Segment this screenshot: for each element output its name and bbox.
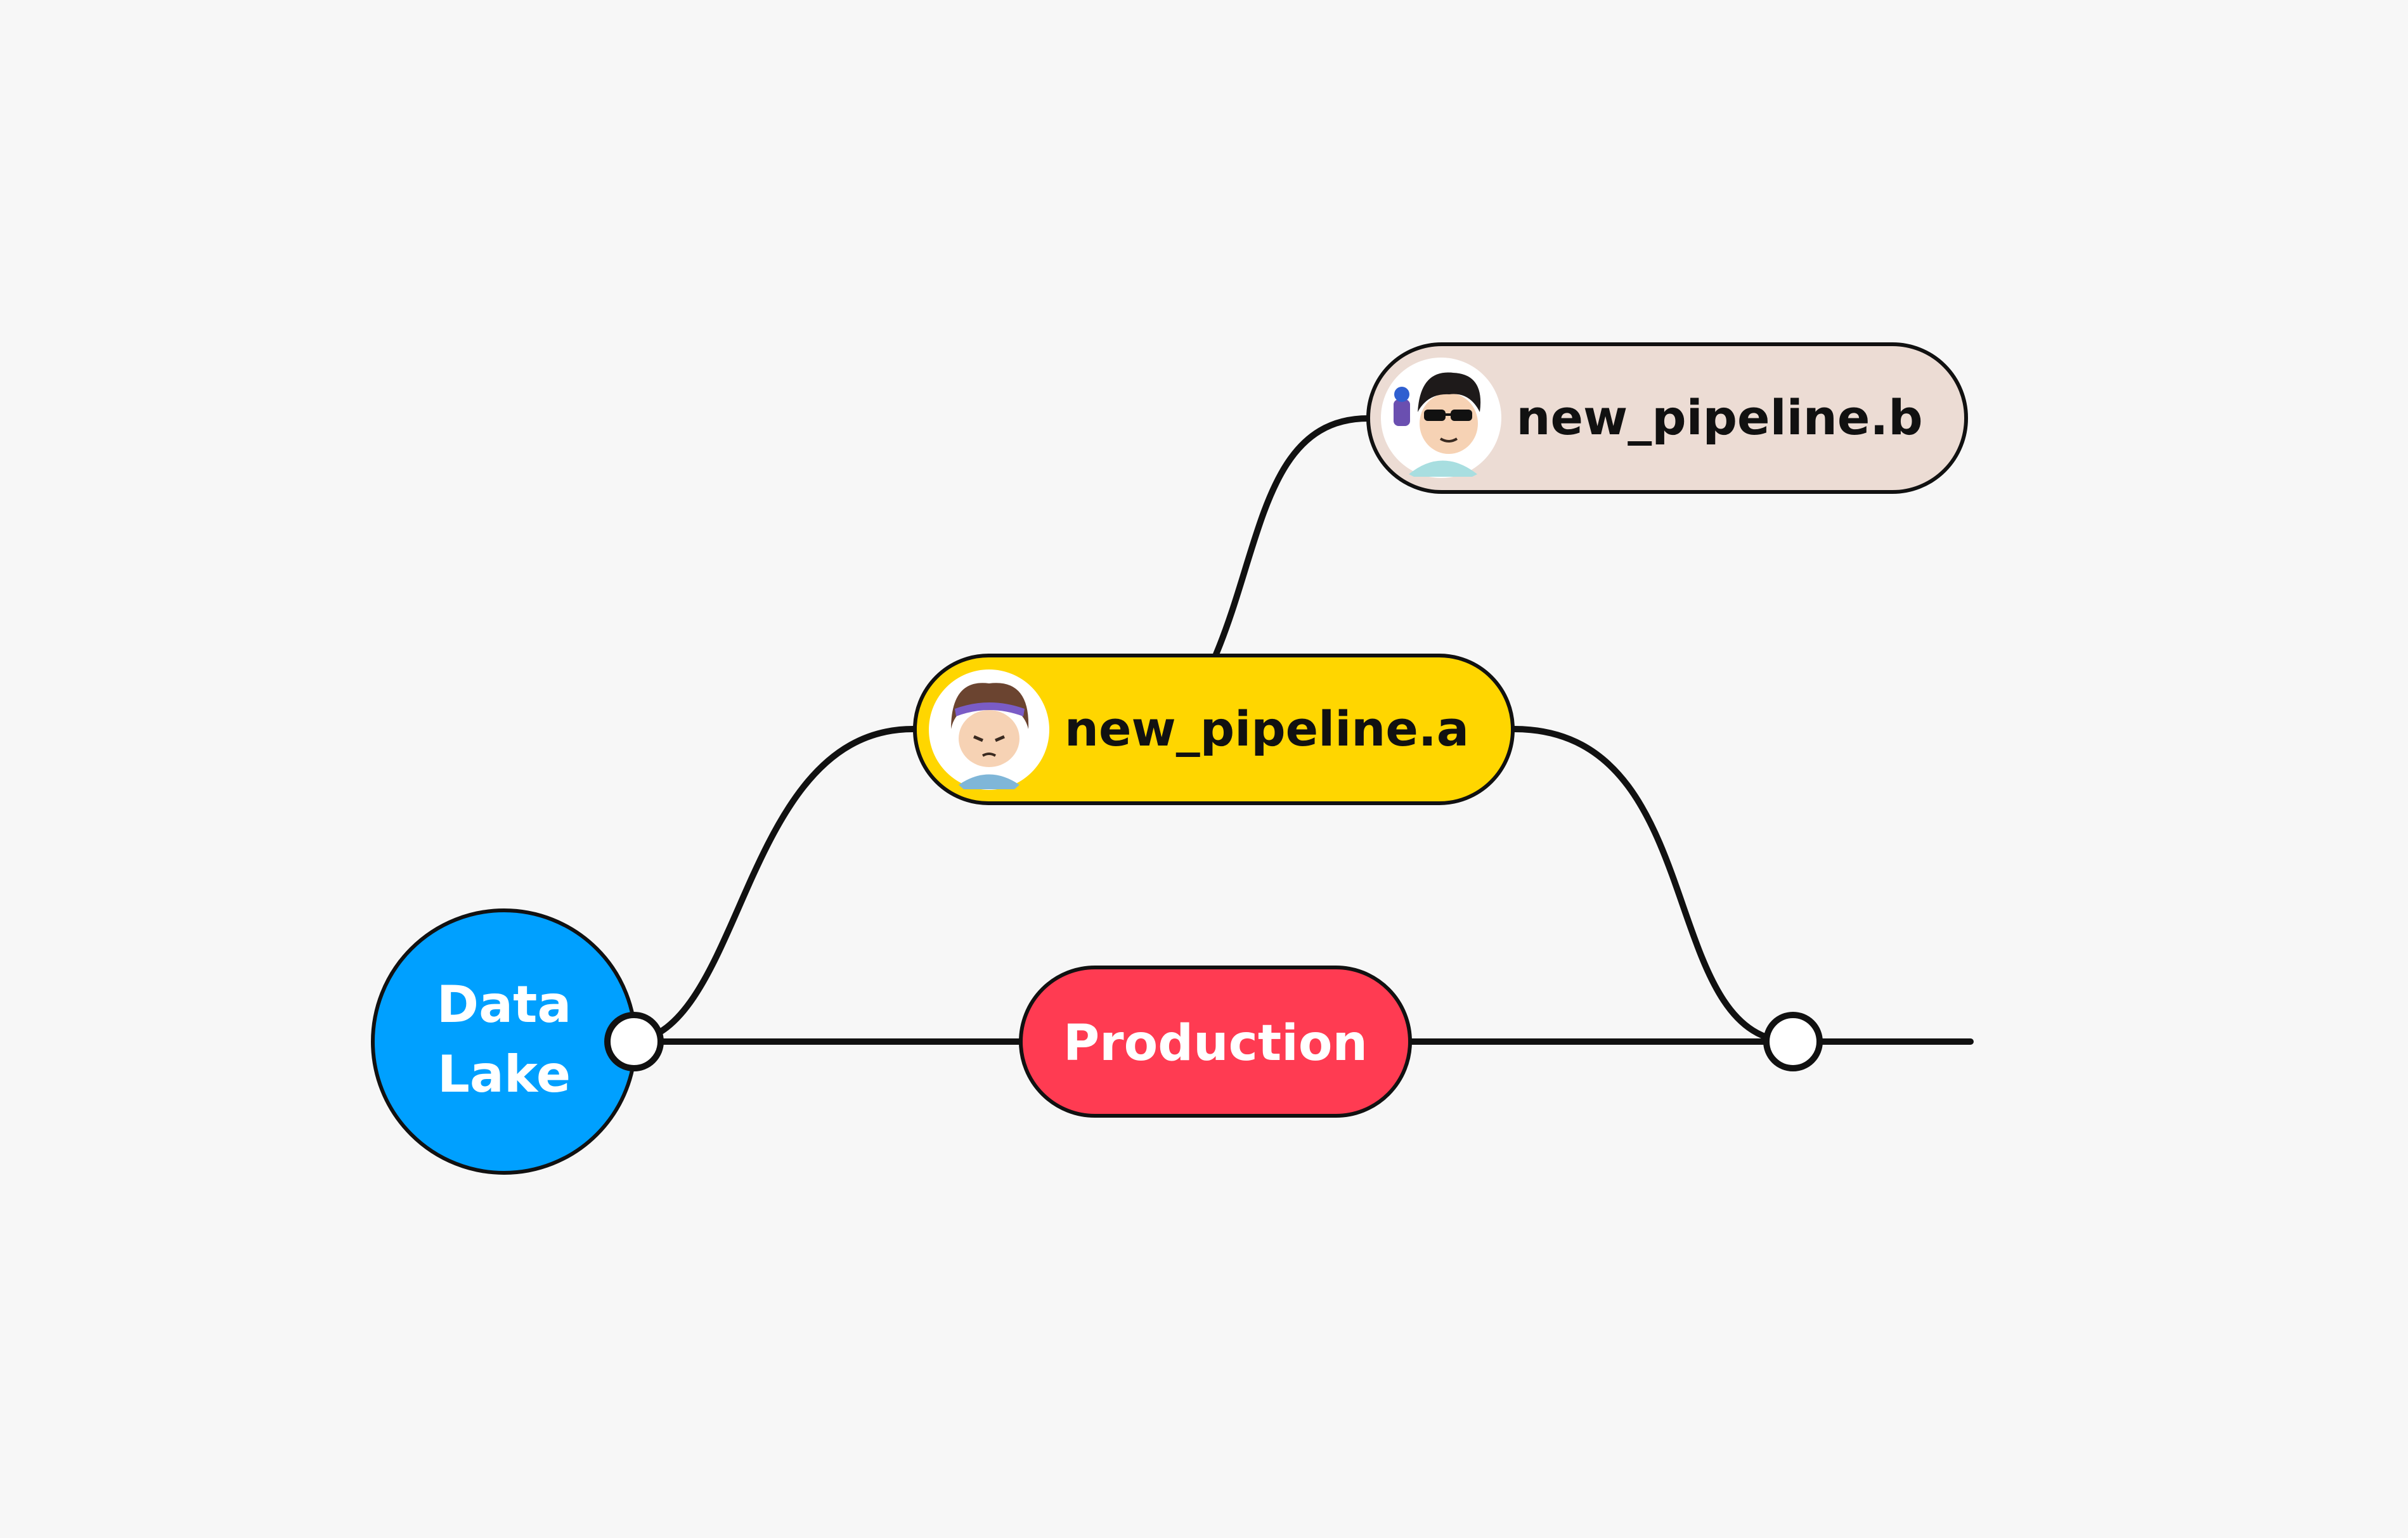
edge-pipeline-a-to-pipeline-b	[1213, 415, 1371, 657]
pipeline-a-node[interactable]: new_pipeline.a	[913, 654, 1515, 805]
data-lake-label-line2: Lake	[437, 1045, 571, 1104]
avatar-headband-icon	[929, 669, 1049, 790]
pipeline-b-pill	[1366, 342, 1968, 494]
branch-junction[interactable]	[604, 1012, 664, 1071]
data-lake-node[interactable]: Data Lake	[371, 908, 637, 1175]
edge-pipeline-a-to-merge	[1511, 726, 1796, 1045]
pipeline-b-node[interactable]: new_pipeline.b	[1366, 342, 1968, 494]
pipeline-a-label: new_pipeline.a	[1065, 701, 1469, 757]
production-pill	[1019, 966, 1412, 1118]
data-lake-label-line1: Data	[437, 975, 572, 1034]
production-label: Production	[1063, 1015, 1368, 1072]
pipeline-a-pill	[913, 654, 1515, 805]
data-lake-circle	[371, 908, 637, 1175]
merge-junction[interactable]	[1763, 1012, 1823, 1071]
edge-lake-to-pipeline-a	[631, 726, 916, 1045]
avatar-sunglasses-icon	[1381, 358, 1501, 478]
pipeline-b-label: new_pipeline.b	[1516, 389, 1922, 446]
production-node[interactable]: Production	[1019, 966, 1412, 1118]
